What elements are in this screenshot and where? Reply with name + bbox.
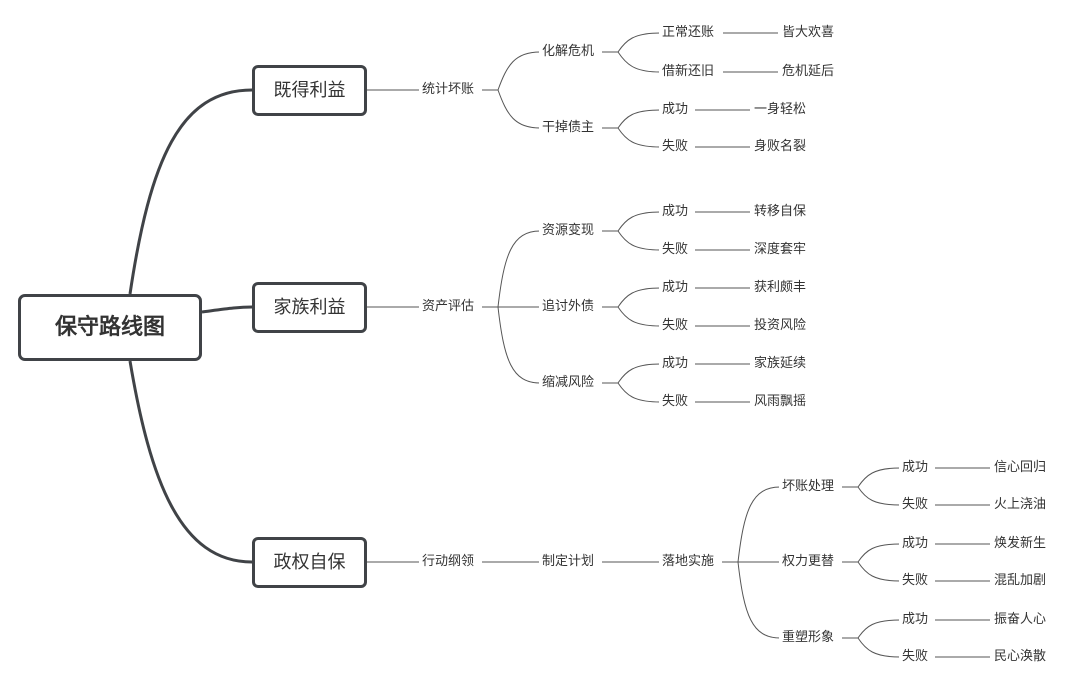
connector-b0-g1-i0 — [617, 109, 661, 129]
outcome-node[interactable]: 失败 — [899, 573, 932, 588]
result-node[interactable]: 风雨飘摇 — [751, 394, 810, 409]
outcome-node[interactable]: 成功 — [659, 204, 692, 219]
topic-node[interactable]: 追讨外债 — [539, 299, 598, 314]
connector-b2-g0 — [737, 486, 781, 563]
outcome-node[interactable]: 成功 — [659, 356, 692, 371]
result-node[interactable]: 身败名裂 — [751, 139, 810, 154]
connector-b1-g2 — [497, 306, 541, 384]
result-node[interactable]: 民心涣散 — [991, 649, 1050, 664]
connector-b1-g0-i0 — [617, 211, 661, 232]
outcome-node[interactable]: 失败 — [899, 649, 932, 664]
connector-b2-g2-i1 — [857, 637, 901, 658]
outcome-node[interactable]: 成功 — [899, 460, 932, 475]
result-node[interactable]: 获利颇丰 — [751, 280, 810, 295]
topic-node[interactable]: 统计坏账 — [419, 82, 478, 97]
connector-b0-g0-i1 — [617, 51, 661, 73]
result-node[interactable]: 混乱加剧 — [991, 573, 1050, 588]
connector-b0-g1 — [497, 89, 541, 129]
result-node[interactable]: 危机延后 — [779, 64, 838, 79]
connector-root-b1 — [201, 305, 253, 314]
connector-root-b0 — [128, 88, 253, 295]
connector-b0-g0-i0 — [617, 32, 661, 53]
root-node[interactable]: 保守路线图 — [18, 294, 202, 361]
result-node[interactable]: 火上浇油 — [991, 497, 1050, 512]
topic-node[interactable]: 化解危机 — [539, 44, 598, 59]
branch-node-vested-interests[interactable]: 既得利益 — [252, 65, 367, 116]
connector-b1-g1-i0 — [617, 287, 661, 308]
connector-b1-g2-i0 — [617, 363, 661, 384]
topic-node[interactable]: 干掉债主 — [539, 120, 598, 135]
outcome-node[interactable]: 借新还旧 — [659, 64, 718, 79]
topic-node[interactable]: 重塑形象 — [779, 630, 838, 645]
outcome-node[interactable]: 正常还账 — [659, 25, 718, 40]
topic-node[interactable]: 资源变现 — [539, 223, 598, 238]
connector-root-b2 — [128, 360, 253, 564]
result-node[interactable]: 转移自保 — [751, 204, 810, 219]
outcome-node[interactable]: 成功 — [659, 280, 692, 295]
connector-b1-g2-i1 — [617, 382, 661, 403]
topic-node[interactable]: 资产评估 — [419, 299, 478, 314]
topic-node[interactable]: 行动纲领 — [419, 554, 478, 569]
result-node[interactable]: 家族延续 — [751, 356, 810, 371]
result-node[interactable]: 深度套牢 — [751, 242, 810, 257]
connector-b1-g0-i1 — [617, 230, 661, 251]
result-node[interactable]: 投资风险 — [751, 318, 810, 333]
topic-node[interactable]: 落地实施 — [659, 554, 718, 569]
topic-node[interactable]: 坏账处理 — [779, 479, 838, 494]
connector-b2-g2-i0 — [857, 619, 901, 639]
branch-node-family-interests[interactable]: 家族利益 — [252, 282, 367, 333]
connector-b1-g0 — [497, 230, 541, 308]
outcome-node[interactable]: 成功 — [899, 536, 932, 551]
connector-b2-g0-i0 — [857, 467, 901, 488]
outcome-node[interactable]: 失败 — [659, 394, 692, 409]
connector-b0-g0 — [497, 51, 541, 91]
topic-node[interactable]: 制定计划 — [539, 554, 598, 569]
result-node[interactable]: 皆大欢喜 — [779, 25, 838, 40]
topic-node[interactable]: 权力更替 — [779, 554, 838, 569]
connector-b2-g0-i1 — [857, 486, 901, 506]
outcome-node[interactable]: 失败 — [659, 318, 692, 333]
result-node[interactable]: 一身轻松 — [751, 102, 810, 117]
connector-b2-g1-i0 — [857, 543, 901, 563]
outcome-node[interactable]: 成功 — [899, 612, 932, 627]
connector-b2-g2 — [737, 561, 781, 639]
topic-node[interactable]: 缩减风险 — [539, 375, 598, 390]
connector-b0-g1-i1 — [617, 127, 661, 148]
result-node[interactable]: 振奋人心 — [991, 612, 1050, 627]
connector-b2-g1-i1 — [857, 561, 901, 582]
outcome-node[interactable]: 成功 — [659, 102, 692, 117]
outcome-node[interactable]: 失败 — [659, 139, 692, 154]
result-node[interactable]: 焕发新生 — [991, 536, 1050, 551]
outcome-node[interactable]: 失败 — [659, 242, 692, 257]
outcome-node[interactable]: 失败 — [899, 497, 932, 512]
connector-b1-g1-i1 — [617, 306, 661, 327]
branch-node-regime-self-protection[interactable]: 政权自保 — [252, 537, 367, 588]
result-node[interactable]: 信心回归 — [991, 460, 1050, 475]
